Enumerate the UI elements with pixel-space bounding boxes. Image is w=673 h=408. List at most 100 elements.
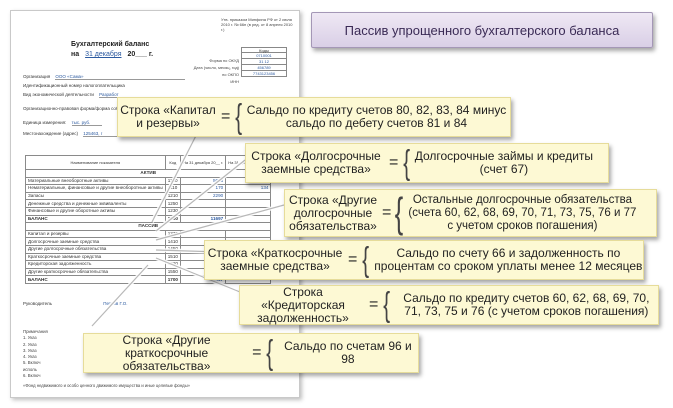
code-label-okpo: по ОКПО	[222, 72, 239, 77]
callout-value-line: с учетом сроков погашения)	[447, 219, 598, 232]
row-value-1: 2290	[179, 191, 227, 201]
equals-sign: =	[221, 108, 231, 125]
callout-label-line: заемные средства»	[220, 259, 330, 273]
notes-title: Примечания	[23, 329, 48, 334]
row-code: 1110	[164, 184, 181, 193]
callout-label-line: обязательства»	[289, 218, 377, 233]
callout-other-shortterm: Строка «Другие краткосрочные обязательст…	[83, 333, 419, 373]
row-name: Денежные средства и денежные эквиваленты	[25, 199, 166, 208]
callout-label-line: задолженность»	[257, 310, 349, 325]
callout-label: Строка «Долгосрочные заемные средства»	[246, 150, 386, 176]
table-header-cell: На 31 декабря 20__ г.	[179, 155, 227, 170]
note-item: 6. Включ	[23, 373, 41, 379]
row-value-1: 5605	[179, 176, 227, 186]
document-date-line: на 31 декабря 20___ г.	[71, 51, 153, 58]
sign-label: Руководитель	[23, 301, 52, 306]
field-legal-form: Организационно-правовая форма/форма собс…	[23, 106, 142, 111]
table-row: Нематериальные, финансовые и другие внео…	[25, 184, 272, 193]
row-code: 1210	[164, 191, 181, 201]
callout-value: Сальдо по кредиту счетов 80, 82, 83, 84 …	[247, 104, 507, 130]
row-code: 1520	[164, 260, 181, 269]
row-value-1: 11697	[179, 214, 227, 224]
equals-sign: =	[389, 154, 399, 171]
equals-sign: =	[369, 296, 379, 313]
callout-value: Сальдо по кредиту счетов 60, 62, 68, 69,…	[395, 292, 658, 318]
row-value-2	[225, 214, 272, 224]
field-unit: Единица измерения: тыс. руб.	[23, 120, 102, 126]
left-brace-icon: {	[266, 334, 274, 372]
note-item: 5. Включ	[23, 360, 41, 366]
row-value-2	[225, 191, 272, 201]
callout-value-line: Сальдо по кредиту счетов 60, 62, 68, 69,…	[403, 291, 650, 305]
title-banner: Пассив упрощенного бухгалтерского баланс…	[311, 12, 653, 48]
row-code: 1250	[164, 199, 181, 208]
codes-box: Коды 0710001 31 12 456789 7743123456	[241, 47, 287, 77]
equals-sign: =	[252, 344, 262, 361]
row-value-2: 134	[225, 184, 272, 193]
left-brace-icon: {	[362, 241, 370, 279]
callout-label-line: и резервы»	[136, 116, 200, 130]
callout-value: Остальные долгосрочные обязательства (сч…	[408, 194, 636, 233]
row-code: 1510	[164, 252, 181, 262]
section-heading: АКТИВ	[24, 169, 272, 178]
code-label-inn: ИНН	[230, 79, 239, 84]
note-item: 3. Указ	[23, 347, 37, 353]
code-okud: 0710001	[241, 53, 287, 59]
callout-value-line: (счета 60, 62, 68, 69, 70, 71, 73, 75, 7…	[408, 206, 637, 219]
callout-value-line: Сальдо по счету 66 и задолженность по	[396, 246, 621, 260]
notes-block: Примечания 1. Указ 2. Указ 3. Указ 4. Ук…	[23, 329, 48, 379]
row-value-1: 170	[179, 184, 227, 193]
callout-label: Строка «Кредиторская задолженность»	[240, 284, 366, 325]
equals-sign: =	[348, 251, 358, 268]
field-value: тыс. руб.	[71, 120, 102, 126]
row-name: Кредиторская задолженность	[25, 260, 166, 269]
callout-longterm-loans: Строка «Долгосрочные заемные средства» =…	[245, 143, 609, 183]
field-value: ООО «Сама»	[55, 74, 186, 80]
callout-label: Строка «Другие краткосрочные обязательст…	[84, 332, 249, 373]
row-value-1	[179, 229, 227, 239]
callout-capital-reserves: Строка «Капитал и резервы» = { Сальдо по…	[117, 97, 511, 137]
callout-label-line: заемные средства»	[261, 162, 371, 176]
note-item: исполь	[23, 366, 37, 372]
note-item: 1. Указ	[23, 335, 37, 341]
row-code: 1230	[164, 206, 181, 216]
row-name: БАЛАНС	[25, 275, 166, 284]
callout-value-line: сальдо по дебету счетов 81 и 84	[285, 116, 468, 130]
callout-value-line: процентам со сроком уплаты менее 12 меся…	[374, 259, 643, 273]
codes-head: Коды	[241, 47, 287, 53]
callout-label-line: краткосрочные обязательства»	[122, 345, 211, 373]
row-name: Материальные внеоборотные активы	[25, 176, 166, 186]
signature-block: Руководитель Петров Г.О.	[23, 301, 127, 306]
callout-label-line: Строка «Кредиторская	[261, 284, 345, 312]
field-address: Местонахождение (адрес) 125463, г	[23, 131, 124, 137]
callout-label-line: Строка «Другие	[122, 332, 211, 347]
document-approval-note: Утв. приказом Минфина РФ от 2 июля 2010 …	[221, 17, 293, 32]
row-code: 1410	[164, 237, 181, 246]
row-code: 1370	[164, 229, 181, 239]
date-prefix: на	[71, 51, 80, 58]
callout-value-line: Сальдо по кредиту счетов 80, 82, 83, 84 …	[246, 103, 507, 117]
field-label: Организационно-правовая форма/форма собс…	[23, 106, 142, 111]
row-name: Запасы	[25, 191, 166, 201]
table-row: Денежные средства и денежные эквиваленты…	[25, 199, 272, 208]
row-name: Капитал и резервы	[25, 229, 166, 239]
field-inn: Идентификационный номер налогоплательщик…	[23, 83, 125, 88]
callout-value-line: Остальные долгосрочные обязательства	[412, 193, 632, 206]
sign-name: Петров Г.О.	[103, 301, 128, 306]
callout-value-line: Сальдо по счетам 96 и 98	[284, 339, 412, 366]
document-title: Бухгалтерский баланс	[71, 41, 150, 48]
section-heading: ПАССИВ	[24, 222, 272, 231]
callout-label: Строка «Краткосрочные заемные средства»	[205, 247, 345, 273]
document-footer: «Фонд недвижимого и особо ценного движим…	[23, 383, 190, 388]
date-suffix: 20___ г.	[127, 51, 154, 58]
callout-label-line: Строка «Долгосрочные	[251, 149, 381, 163]
row-value-2	[225, 206, 272, 216]
row-name: Другие долгосрочные обязательства	[25, 244, 166, 254]
row-name: Краткосрочные заемные средства	[25, 252, 166, 262]
field-label: Единица измерения:	[23, 120, 67, 125]
code-date: 31 12	[241, 59, 287, 65]
